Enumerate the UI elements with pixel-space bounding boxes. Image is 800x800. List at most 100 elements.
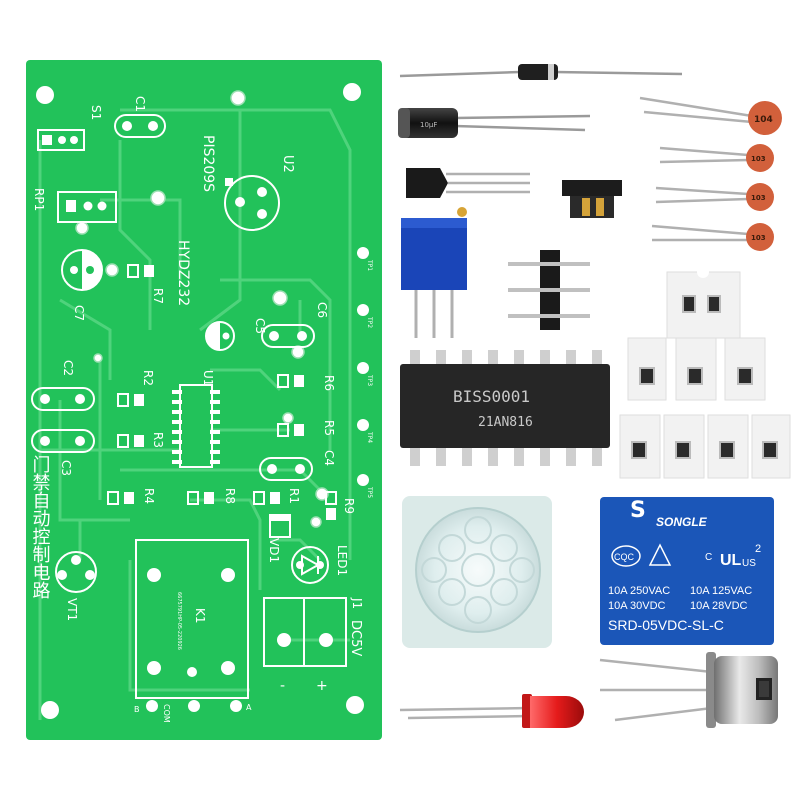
tp2-label: TP2 [366, 316, 373, 328]
rp1-label: RP1 [32, 188, 46, 211]
c1-footprint [114, 114, 166, 138]
cap-103b-label: 103 [751, 194, 766, 202]
output-pads [146, 700, 242, 712]
r2-footprint [117, 393, 144, 407]
c5-footprint [205, 321, 235, 351]
pin-header [508, 250, 590, 330]
c6-footprint [261, 324, 315, 348]
r6-label: R6 [322, 375, 336, 391]
r3-label: R3 [151, 432, 165, 448]
cap-104-label: 104 [754, 115, 773, 125]
tp-labels: TP1 TP2 TP3 TP4 TP5 [366, 259, 373, 498]
smd-resistor-1 [666, 266, 741, 339]
cert-us: US [742, 558, 756, 569]
s1-footprint [37, 129, 85, 151]
c2-label: C2 [61, 360, 75, 376]
k1-code-label: 6675791HP-05-220926 [176, 592, 182, 650]
plus-label: + [316, 678, 328, 694]
r4-label: R4 [142, 488, 156, 504]
vt1-label: VT1 [65, 598, 79, 621]
smd-resistor-2 [627, 337, 667, 401]
trimmer-potentiometer [401, 207, 467, 338]
tp3-label: TP3 [366, 374, 373, 386]
c5-label: C5 [253, 318, 267, 334]
cert-c: C [705, 552, 712, 563]
cap-103c-label: 103 [751, 234, 766, 242]
biss0001-ic: BISS0001 21AN816 [400, 350, 610, 466]
r1-footprint [253, 491, 280, 505]
mount-holes [36, 83, 364, 719]
s1-label: S1 [89, 105, 103, 120]
electrolytic-capacitor: 10μF [398, 108, 591, 138]
r6-footprint [277, 374, 304, 388]
r1-label: R1 [287, 488, 301, 504]
cert-2: 2 [755, 543, 761, 555]
tp4-label: TP4 [366, 431, 373, 443]
relay-rating-4: 10A 28VDC [690, 600, 748, 612]
led1-footprint [291, 546, 329, 584]
red-led [399, 694, 584, 728]
test-points [357, 247, 369, 486]
cap-103a-label: 103 [751, 155, 766, 163]
rp1-footprint [57, 191, 117, 223]
r9-label: R9 [342, 498, 356, 514]
r5-footprint [277, 423, 304, 437]
u2-label: U2 [280, 155, 295, 173]
c6-label: C6 [315, 302, 329, 318]
ceramic-capacitors: 104 103 103 103 [639, 96, 782, 251]
pir-sensor [599, 652, 778, 728]
ul-mark: UL [720, 552, 742, 569]
c7-label: C7 [72, 305, 86, 321]
vt1-footprint [55, 551, 97, 593]
led1-label: LED1 [335, 545, 349, 576]
c3-label: C3 [59, 460, 73, 476]
ecap-marking: 10μF [420, 121, 437, 129]
cert-cqc: CQC [614, 552, 635, 562]
r2-label: R2 [141, 370, 155, 386]
tp5-label: TP5 [366, 486, 373, 498]
smd-resistor-7 [707, 414, 749, 479]
relay-rating-3: 10A 30VDC [608, 600, 666, 612]
chinese-title: 门禁自动控制电路 [30, 455, 51, 599]
r8-label: R8 [223, 488, 237, 504]
vd1-footprint [269, 514, 291, 538]
r4-footprint [107, 491, 134, 505]
smd-resistor-3 [675, 337, 717, 401]
fresnel-lens [402, 496, 552, 648]
b-label: B [134, 705, 140, 714]
r5-label: R5 [322, 420, 336, 436]
r7-label: R7 [151, 288, 165, 304]
relay-cert-icons: CQC C UL US 2 [611, 543, 761, 569]
transistor [406, 168, 530, 198]
c2-footprint [31, 387, 95, 411]
r7-footprint [127, 264, 154, 278]
vd1-label: VD1 [267, 538, 281, 563]
pis-label: PIS209S [200, 135, 216, 192]
c4-footprint [259, 457, 313, 481]
dc5v-label: DC5V [348, 620, 363, 656]
u2-footprint [224, 175, 280, 231]
a-label: A [246, 703, 252, 712]
minus-label: - [280, 678, 285, 694]
u1-label: U1 [201, 370, 215, 386]
smd-resistors [619, 266, 791, 479]
smd-resistor-5 [619, 414, 661, 479]
relay-rating-2: 10A 125VAC [690, 585, 752, 597]
smd-resistor-6 [663, 414, 705, 479]
relay-logo-s: S [630, 498, 646, 523]
ic-marking-line1: BISS0001 [453, 387, 530, 406]
com-label: COM [162, 704, 171, 723]
relay: S SONGLE CQC C UL US 2 10A 250VAC 10A 12… [600, 497, 774, 645]
r3-footprint [117, 434, 144, 448]
smd-resistor-4 [724, 337, 766, 401]
c4-label: C4 [322, 450, 336, 466]
j1-footprint [263, 597, 347, 667]
hydz-label: HYDZ232 [175, 240, 191, 306]
relay-brand: SONGLE [656, 515, 708, 529]
ic-marking-line2: 21AN816 [478, 415, 533, 430]
smd-resistor-8 [751, 414, 791, 479]
r9-footprint [325, 491, 337, 520]
r8-footprint [187, 491, 214, 505]
diode [399, 64, 683, 80]
